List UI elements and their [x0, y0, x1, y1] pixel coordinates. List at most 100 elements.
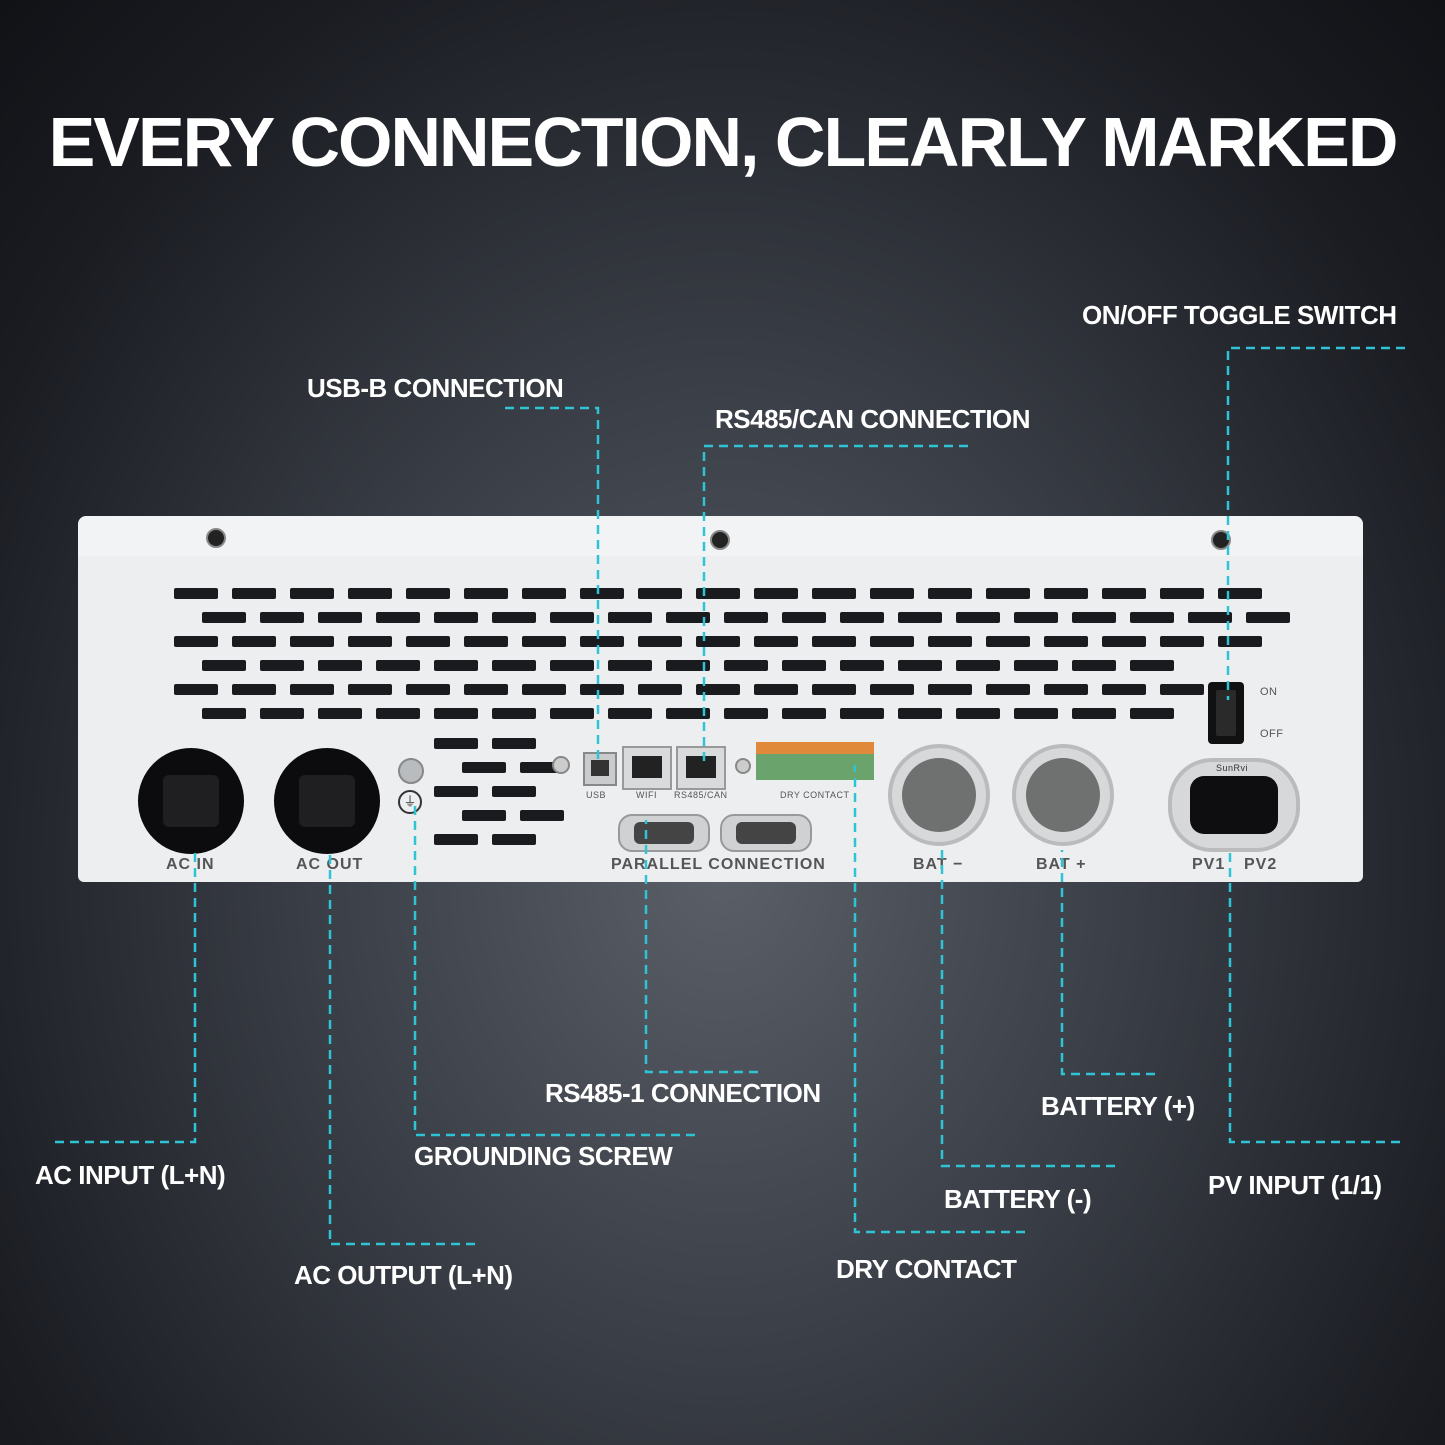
vent-slot: [492, 612, 536, 623]
vent-slot: [1072, 660, 1116, 671]
usb-leader: [505, 406, 600, 762]
vent-slot: [928, 588, 972, 599]
rs485-can-leader: [702, 444, 968, 762]
vent-slot: [580, 684, 624, 695]
ac-in-label: AC IN: [166, 856, 215, 873]
vent-slot: [202, 708, 246, 719]
rs485-1-leader: [644, 820, 758, 1074]
vent-slot: [1102, 684, 1146, 695]
vent-slot: [1130, 660, 1174, 671]
vent-slot: [666, 612, 710, 623]
indicator-icon: [552, 756, 570, 774]
callout-rs485-1: RS485-1 CONNECTION: [545, 1078, 821, 1108]
vent-slot: [840, 708, 884, 719]
page-title: EVERY CONNECTION, CLEARLY MARKED: [48, 103, 1399, 181]
vent-slot: [638, 588, 682, 599]
grounding-leader: [413, 800, 695, 1137]
off-label: OFF: [1260, 728, 1284, 740]
vent-slot: [232, 588, 276, 599]
vent-slot: [812, 684, 856, 695]
on-label: ON: [1260, 686, 1278, 698]
vent-slot: [1218, 636, 1262, 647]
vent-slot: [1072, 612, 1116, 623]
vent-slot: [666, 660, 710, 671]
wifi-port-icon: [622, 746, 672, 790]
vent-slot: [956, 612, 1000, 623]
vent-slot: [724, 708, 768, 719]
vent-slot: [550, 708, 594, 719]
battery-neg-leader: [940, 850, 1115, 1168]
battery-negative-terminal-icon: [888, 744, 990, 846]
screw-icon: [206, 528, 226, 548]
callout-battery-pos: BATTERY (+): [1041, 1091, 1195, 1121]
vent-slot: [492, 660, 536, 671]
bat-neg-label: BAT −: [913, 856, 964, 873]
vent-slot: [550, 612, 594, 623]
battery-pos-leader: [1060, 850, 1155, 1076]
vent-slot: [464, 684, 508, 695]
dry-contact-terminal-icon: [756, 742, 874, 780]
vent-slot: [1130, 612, 1174, 623]
parallel-label: PARALLEL CONNECTION: [611, 856, 826, 873]
usb-b-port-icon: [583, 752, 617, 786]
vent-slot: [870, 636, 914, 647]
vent-slot: [1044, 588, 1088, 599]
vent-slot: [376, 660, 420, 671]
vent-slot: [898, 612, 942, 623]
vent-slot: [522, 588, 566, 599]
vent-slot: [376, 612, 420, 623]
vent-slot: [492, 738, 536, 749]
vent-slot: [462, 810, 506, 821]
vent-slot: [580, 636, 624, 647]
vent-slot: [232, 636, 276, 647]
vent-slot: [666, 708, 710, 719]
parallel-port-1-icon: [618, 814, 710, 852]
callout-ac-output: AC OUTPUT (L+N): [294, 1260, 513, 1290]
bat-pos-label: BAT +: [1036, 856, 1087, 873]
vent-slot: [638, 636, 682, 647]
vent-slot: [202, 612, 246, 623]
vent-slot: [290, 588, 334, 599]
ac-input-leader: [55, 850, 197, 1144]
vent-slot: [434, 834, 478, 845]
wifi-label: WIFI: [636, 790, 657, 800]
vent-slot: [520, 762, 564, 773]
vent-slot: [1044, 636, 1088, 647]
callout-rs485-can: RS485/CAN CONNECTION: [715, 404, 1031, 434]
vent-slot: [1014, 612, 1058, 623]
ac-out-port-icon: [274, 748, 380, 854]
vent-slot: [550, 660, 594, 671]
vent-slot: [724, 660, 768, 671]
brand-label: SunRvi: [1216, 763, 1249, 773]
inverter-device: AC IN AC OUT ⏚ USB WIFI RS485/CAN DRY CO…: [78, 516, 1363, 882]
screw-icon: [710, 530, 730, 550]
vent-slot: [870, 684, 914, 695]
vent-slot: [464, 636, 508, 647]
screw-icon: [1211, 530, 1231, 550]
usb-label: USB: [586, 790, 607, 800]
vent-slot: [754, 588, 798, 599]
vent-slot: [464, 588, 508, 599]
callout-on-off: ON/OFF TOGGLE SWITCH: [1082, 300, 1397, 330]
parallel-port-2-icon: [720, 814, 812, 852]
vent-slot: [376, 708, 420, 719]
vent-slot: [260, 660, 304, 671]
vent-slot: [1044, 684, 1088, 695]
vent-slot: [782, 612, 826, 623]
vent-slot: [638, 684, 682, 695]
on-off-leader: [1226, 346, 1405, 700]
vent-slot: [840, 612, 884, 623]
on-off-switch-icon: [1208, 682, 1244, 744]
vent-slot: [812, 588, 856, 599]
callout-grounding: GROUNDING SCREW: [414, 1141, 673, 1171]
ac-out-label: AC OUT: [296, 856, 364, 873]
vent-slot: [434, 708, 478, 719]
ground-screw-icon: [398, 758, 424, 784]
vent-slot: [434, 786, 478, 797]
vent-slot: [754, 636, 798, 647]
vent-slot: [1246, 612, 1290, 623]
vent-slot: [462, 762, 506, 773]
vent-slot: [1160, 588, 1204, 599]
vent-slot: [986, 636, 1030, 647]
vent-slot: [782, 708, 826, 719]
